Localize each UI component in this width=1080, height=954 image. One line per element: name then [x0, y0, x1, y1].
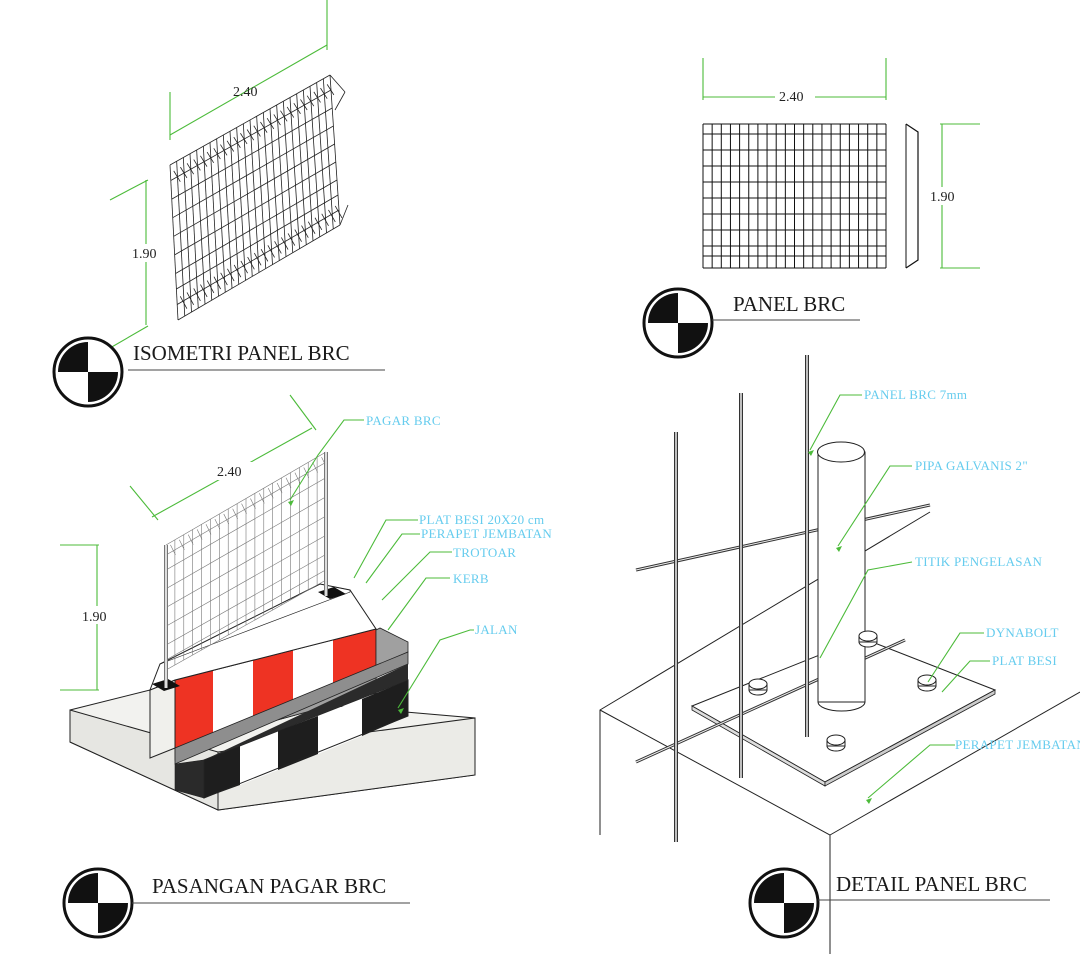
label-panel-brc-7mm: PANEL BRC 7mm: [864, 387, 967, 402]
title-isometri: ISOMETRI PANEL BRC: [133, 341, 350, 365]
panel-width-label: 2.40: [779, 90, 804, 105]
section-symbol-panel: [642, 287, 714, 359]
label-kerb: KERB: [453, 571, 489, 586]
detail-panel-view: PANEL BRC 7mm PIPA GALVANIS 2" TITIK PEN…: [599, 355, 1080, 954]
pasangan-pagar-view: 2.40 1.90 PAGAR BRC PLAT BESI 20X20 cm P…: [60, 394, 552, 939]
label-perapet-jembatan-detail: PERAPET JEMBATAN: [955, 737, 1080, 752]
pas-height-label: 1.90: [82, 610, 107, 625]
label-dynabolt: DYNABOLT: [986, 625, 1059, 640]
section-symbol-isometri: [52, 336, 124, 408]
isometri-panel-view: 2.40 1.90 ISOMETRI PANEL BRC: [52, 0, 385, 408]
pas-width-label: 2.40: [217, 465, 242, 480]
title-panel: PANEL BRC: [733, 292, 845, 316]
panel-grid: [702, 123, 887, 269]
label-pipa-galvanis: PIPA GALVANIS 2": [915, 458, 1028, 473]
label-plat-besi: PLAT BESI 20X20 cm: [419, 512, 544, 527]
section-symbol-detail: [748, 867, 820, 939]
iso-mesh: [169, 74, 349, 321]
panel-brc-view: 2.40 1.90 PANEL BRC: [642, 58, 980, 359]
title-pasangan: PASANGAN PAGAR BRC: [152, 874, 386, 898]
label-titik-pengelasan: TITIK PENGELASAN: [915, 554, 1043, 569]
iso-width-label: 2.40: [233, 85, 258, 100]
title-detail: DETAIL PANEL BRC: [836, 872, 1027, 896]
label-plat-besi-detail: PLAT BESI: [992, 653, 1057, 668]
label-perapet-jembatan: PERAPET JEMBATAN: [421, 526, 552, 541]
dynabolt-nuts: [748, 630, 937, 752]
label-jalan: JALAN: [475, 622, 518, 637]
panel-height-label: 1.90: [930, 190, 955, 205]
kerb-stripes: [174, 664, 409, 799]
label-pagar-brc: PAGAR BRC: [366, 413, 441, 428]
section-symbol-pasangan: [62, 867, 134, 939]
label-trotoar: TROTOAR: [453, 545, 516, 560]
iso-height-label: 1.90: [132, 247, 157, 262]
